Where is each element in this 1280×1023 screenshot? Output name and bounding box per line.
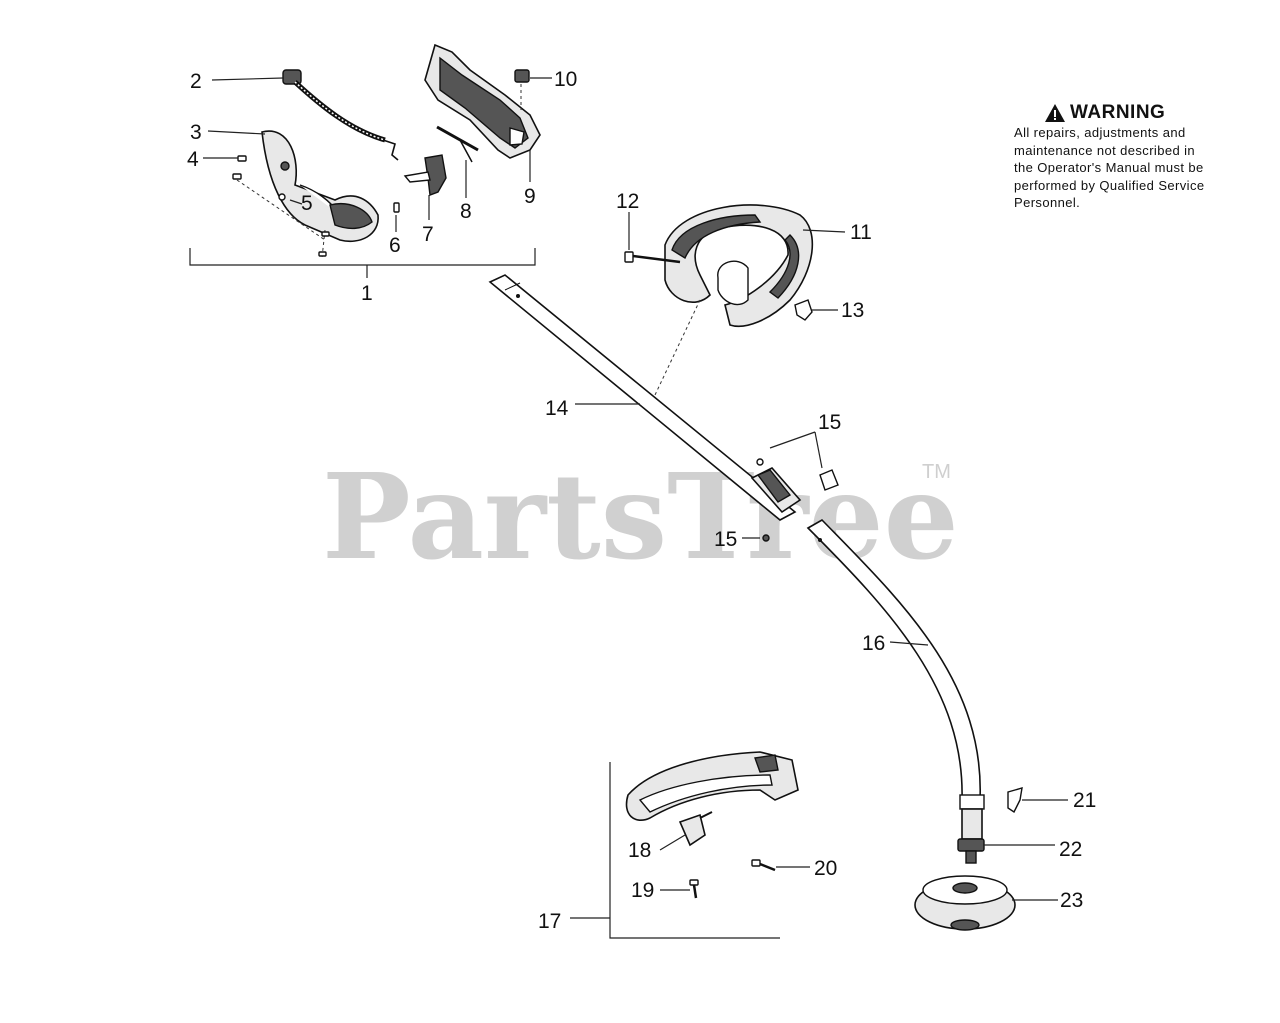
- part-17-guard: [625, 751, 799, 821]
- part-22-drive-housing: [957, 794, 1055, 864]
- part-2-throttle-cable: [282, 69, 399, 161]
- callout-21: 21: [1073, 789, 1096, 812]
- callout-7: 7: [422, 223, 434, 246]
- callout-5: 5: [301, 192, 313, 215]
- part-5-nut: [278, 161, 290, 201]
- part-21-clip: [1007, 787, 1068, 814]
- warning-text: All repairs, adjustments and maintenance…: [1014, 124, 1254, 212]
- part-23-trimmer-head: [914, 875, 1058, 931]
- callout-2: 2: [190, 70, 202, 93]
- part-7-throttle-trigger: [403, 154, 447, 196]
- callout-20: 20: [814, 857, 837, 880]
- callout-17: 17: [538, 910, 561, 933]
- callout-23: 23: [1060, 889, 1083, 912]
- part-19-screw: [689, 879, 699, 899]
- callout-22: 22: [1059, 838, 1082, 861]
- callout-13: 13: [841, 299, 864, 322]
- callout-15-upper: 15: [818, 411, 841, 434]
- callout-6: 6: [389, 234, 401, 257]
- part-13-knob: [794, 299, 813, 321]
- handle-assembly-group: [189, 43, 552, 278]
- callout-11: 11: [850, 221, 872, 244]
- part-18-line-cutter: [678, 811, 713, 847]
- part-14-upper-shaft: [488, 274, 797, 521]
- part-12-bolt: [624, 251, 681, 264]
- callout-8: 8: [460, 200, 472, 223]
- callout-10: 10: [554, 68, 577, 91]
- part-10-switch: [514, 69, 530, 110]
- warning-line: the Operator's Manual must be: [1014, 160, 1204, 175]
- callout-4: 4: [187, 148, 199, 171]
- part-8-rod: [436, 125, 479, 163]
- callout-9: 9: [524, 185, 536, 208]
- warning-line: Personnel.: [1014, 195, 1081, 210]
- callout-16: 16: [862, 632, 885, 655]
- warning-title: WARNING: [1070, 102, 1166, 123]
- group-17-bracket: [609, 762, 780, 939]
- part-20-bolt: [751, 859, 776, 872]
- warning-line: All repairs, adjustments and: [1014, 125, 1186, 140]
- group-1-bracket: [189, 248, 536, 266]
- callout-14: 14: [545, 397, 569, 420]
- part-6-pin: [393, 202, 400, 213]
- guard-assembly-group: [570, 751, 810, 939]
- part-9-handle-half: [424, 43, 541, 159]
- warning-title-row: WARNING: [1044, 102, 1254, 124]
- warning-line: performed by Qualified Service: [1014, 177, 1205, 193]
- watermark-trademark: TM: [922, 461, 951, 483]
- part-11-loop-handle: [664, 204, 814, 327]
- warning-triangle-icon: [1045, 104, 1065, 122]
- warning-line: maintenance not described in: [1014, 142, 1196, 158]
- part-3-handle-housing: [261, 130, 379, 242]
- part-15-coupler: [742, 431, 839, 542]
- callout-15-lower: 15: [714, 528, 737, 551]
- warning-notice: WARNING All repairs, adjustments and mai…: [1014, 102, 1254, 212]
- part-4-screw: [232, 155, 247, 180]
- callout-12: 12: [616, 190, 639, 213]
- trimmer-head-group: [914, 787, 1068, 931]
- callout-19: 19: [631, 879, 654, 902]
- callout-1: 1: [361, 282, 373, 305]
- callout-3: 3: [190, 121, 202, 144]
- callout-18: 18: [628, 839, 651, 862]
- front-handle-group: [624, 204, 846, 396]
